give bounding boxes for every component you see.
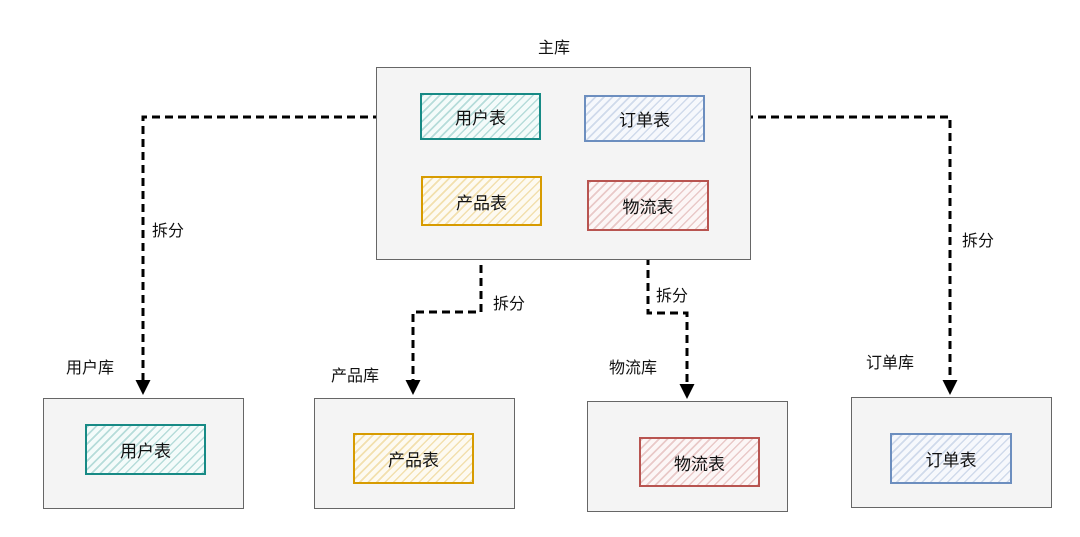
logistics-db-label: 物流库	[609, 358, 658, 377]
split-label-order: 拆分	[962, 231, 995, 250]
split-label-logistics: 拆分	[656, 286, 689, 305]
order-db-label: 订单库	[866, 353, 915, 372]
main-table-product: 产品表	[421, 176, 542, 226]
order-db-table: 订单表	[890, 433, 1012, 484]
connector-user	[135, 115, 420, 395]
main-table-user: 用户表	[420, 93, 541, 140]
logistics-db-table: 物流表	[639, 437, 760, 487]
connector-order	[706, 115, 958, 395]
connector-product	[405, 226, 483, 395]
connector-logistics	[646, 231, 695, 399]
product-db-table: 产品表	[353, 433, 474, 484]
user-db-label: 用户库	[66, 358, 115, 377]
user-db-table: 用户表	[85, 424, 206, 475]
split-label-product: 拆分	[493, 294, 526, 313]
main-table-logistics: 物流表	[587, 180, 709, 231]
split-label-user: 拆分	[152, 221, 185, 240]
product-db-label: 产品库	[331, 366, 380, 385]
main-db-label: 主库	[538, 38, 571, 57]
main-table-order: 订单表	[584, 95, 705, 142]
